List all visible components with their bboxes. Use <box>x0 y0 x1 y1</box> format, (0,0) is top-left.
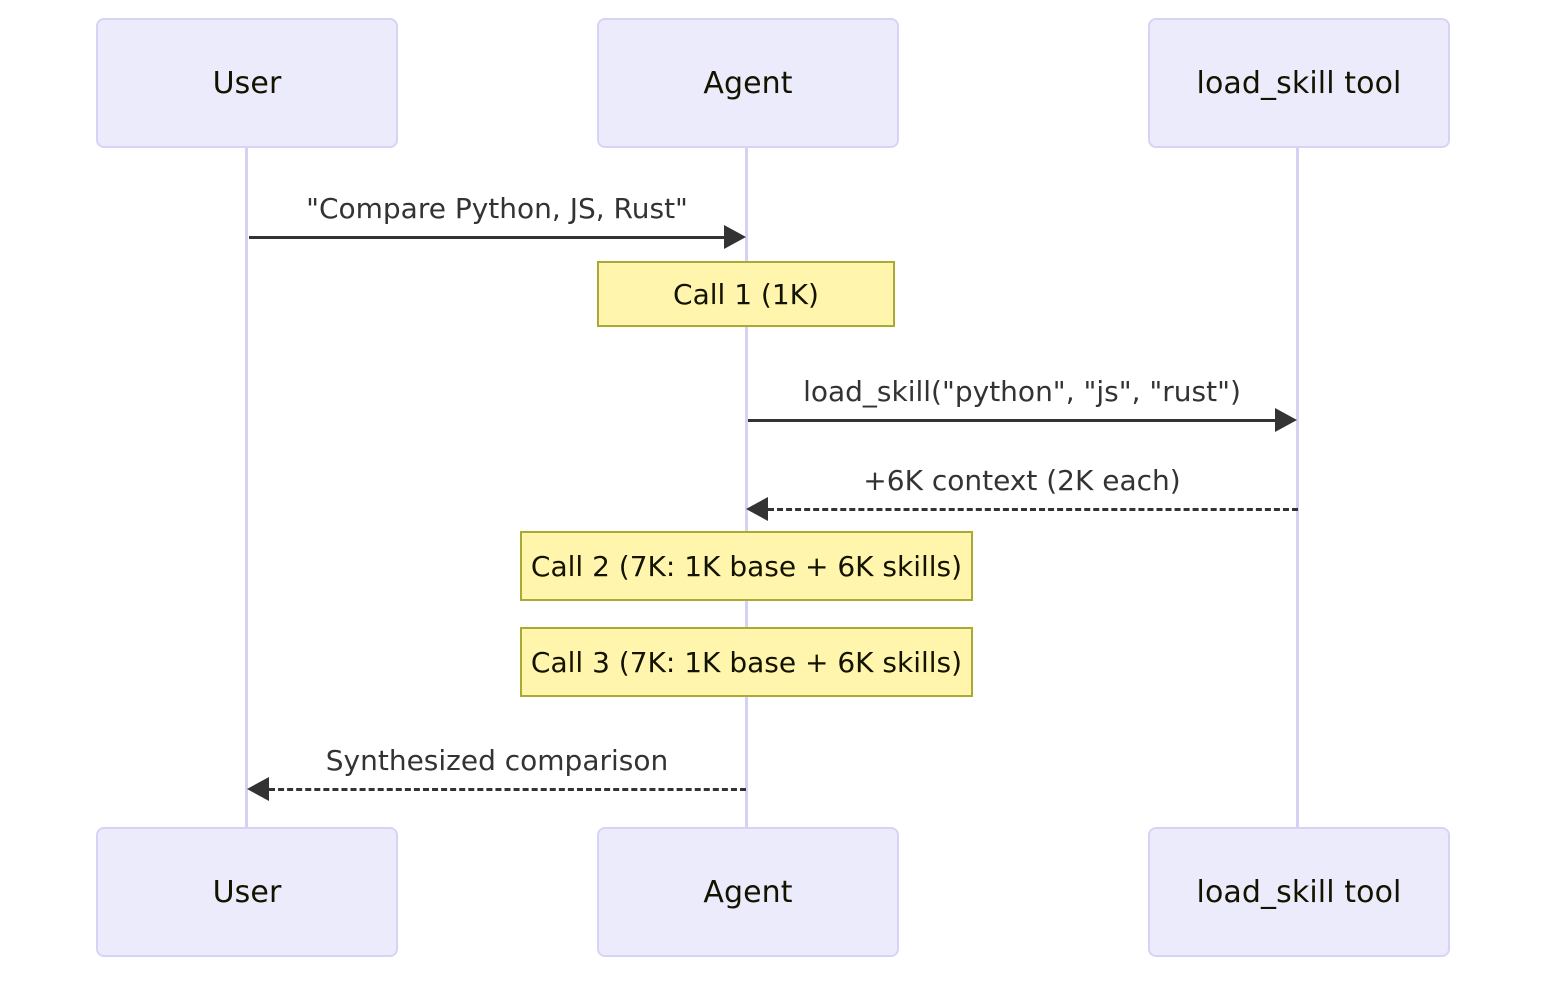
message-label-synthesized-comparison: Synthesized comparison <box>325 744 669 777</box>
lifeline-load-skill-tool <box>1296 148 1299 827</box>
message-label-load-skill-call: load_skill("python", "js", "rust") <box>803 375 1241 408</box>
actor-box-agent-bottom[interactable]: Agent <box>597 827 899 957</box>
lifeline-user <box>245 148 248 827</box>
message-line-context-return <box>768 508 1298 511</box>
note-call-3[interactable]: Call 3 (7K: 1K base + 6K skills) <box>520 627 973 697</box>
actor-label-load-skill-tool-bottom: load_skill tool <box>1196 874 1402 910</box>
arrowhead-right-load-skill-call <box>1275 408 1297 432</box>
actor-label-agent-top: Agent <box>703 65 793 101</box>
note-call-1[interactable]: Call 1 (1K) <box>597 261 895 327</box>
actor-box-user-top[interactable]: User <box>96 18 398 148</box>
actor-box-agent-top[interactable]: Agent <box>597 18 899 148</box>
lifeline-agent <box>745 148 748 827</box>
arrowhead-right-compare-request <box>724 225 746 249</box>
message-label-context-return: +6K context (2K each) <box>863 464 1181 497</box>
message-line-load-skill-call <box>748 419 1275 422</box>
actor-label-user-top: User <box>212 65 282 101</box>
note-label-call-3: Call 3 (7K: 1K base + 6K skills) <box>530 645 963 679</box>
message-line-compare-request <box>249 236 724 239</box>
note-label-call-2: Call 2 (7K: 1K base + 6K skills) <box>530 549 963 583</box>
actor-label-user-bottom: User <box>212 874 282 910</box>
note-call-2[interactable]: Call 2 (7K: 1K base + 6K skills) <box>520 531 973 601</box>
note-label-call-1: Call 1 (1K) <box>673 277 819 311</box>
actor-label-agent-bottom: Agent <box>703 874 793 910</box>
actor-box-load-skill-tool-top[interactable]: load_skill tool <box>1148 18 1450 148</box>
message-label-compare-request: "Compare Python, JS, Rust" <box>306 192 688 225</box>
arrowhead-left-context-return <box>746 497 768 521</box>
actor-label-load-skill-tool-top: load_skill tool <box>1196 65 1402 101</box>
message-line-synthesized-comparison <box>269 788 746 791</box>
arrowhead-left-synthesized-comparison <box>247 777 269 801</box>
actor-box-user-bottom[interactable]: User <box>96 827 398 957</box>
actor-box-load-skill-tool-bottom[interactable]: load_skill tool <box>1148 827 1450 957</box>
